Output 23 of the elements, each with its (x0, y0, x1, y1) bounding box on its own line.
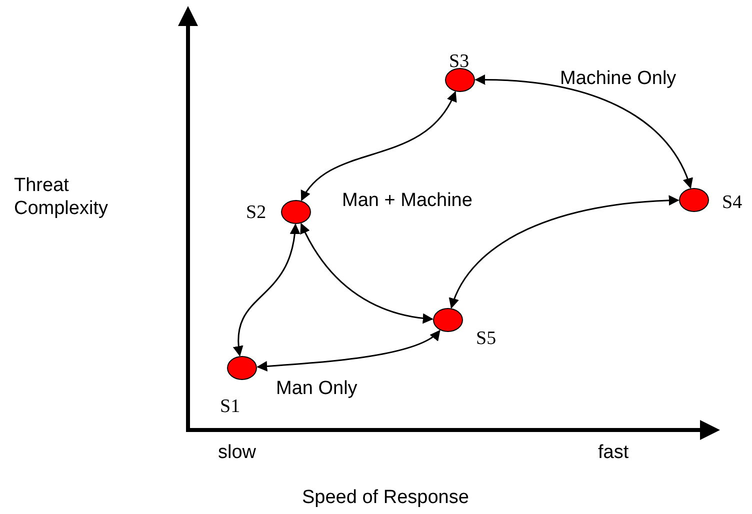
state-circle (281, 200, 311, 224)
arrow (450, 195, 680, 309)
arrow (474, 74, 692, 189)
region-label: Man + Machine (342, 190, 472, 213)
state-label: S3 (449, 52, 470, 71)
tick-label: slow (218, 442, 256, 465)
state-label: S1 (220, 397, 240, 416)
arrow (300, 91, 456, 202)
state-circle (445, 68, 475, 92)
state-circle (227, 356, 257, 380)
region-label: Man Only (276, 378, 358, 401)
state-label: S4 (722, 193, 742, 212)
arrow (300, 222, 434, 324)
arrow (234, 224, 300, 357)
axis-title: Speed of Response (302, 487, 469, 510)
state-circle (679, 188, 709, 212)
state-label: S5 (476, 329, 496, 348)
state-label: S2 (246, 203, 266, 222)
arrow (256, 330, 440, 372)
tick-label: fast (598, 442, 629, 465)
region-label: Machine Only (560, 68, 676, 91)
axis-title: Threat Complexity (14, 175, 109, 221)
state-circle (433, 308, 463, 332)
